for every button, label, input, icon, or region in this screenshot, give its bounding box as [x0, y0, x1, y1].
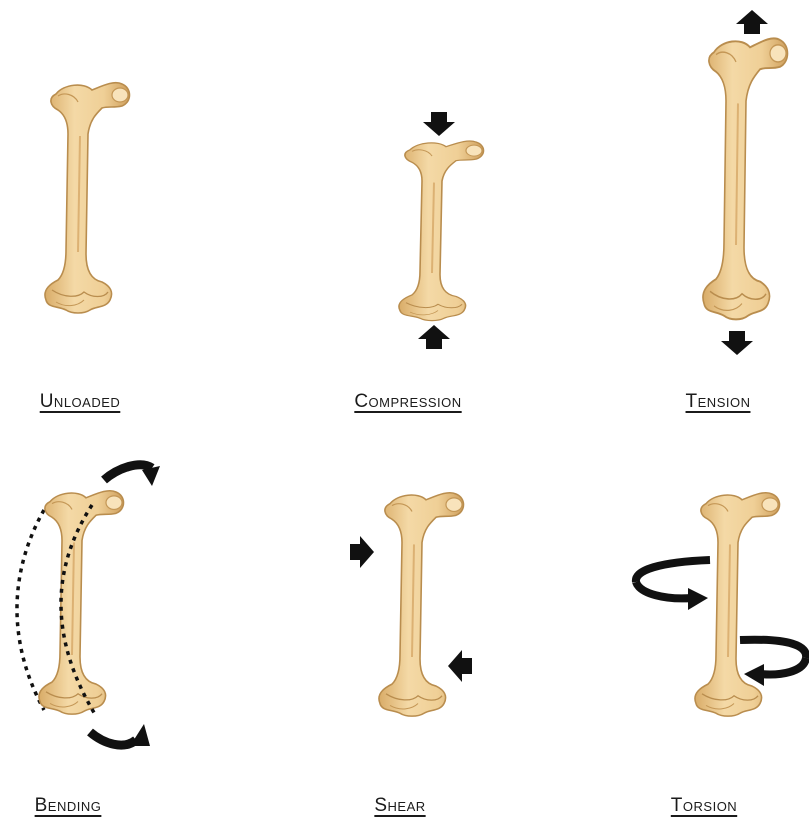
- bending-bottom-curved-arrow-icon: [90, 724, 150, 746]
- torsion-upper-rotation-arrow-icon: [636, 582, 708, 610]
- label-torsion: Torsion: [671, 795, 737, 817]
- label-shear: Shear: [374, 795, 425, 817]
- tension-down-arrow-icon: [721, 331, 753, 355]
- bending-top-curved-arrow-icon: [104, 465, 160, 486]
- shear-left-arrow-icon: [448, 650, 472, 682]
- bending-femur: [39, 491, 124, 714]
- unloaded-femur: [45, 83, 130, 313]
- torsion-lower-rotation-back: [740, 640, 806, 658]
- shear-femur: [379, 493, 464, 716]
- tension-up-arrow-icon: [736, 10, 768, 34]
- label-unloaded: Unloaded: [40, 391, 121, 413]
- bending-outline-left: [17, 510, 44, 710]
- label-bending: Bending: [35, 795, 102, 817]
- label-tension: Tension: [686, 391, 751, 413]
- torsion-lower-rotation-arrow-icon: [744, 658, 806, 686]
- label-compression: Compression: [354, 391, 461, 413]
- compression-down-arrow-icon: [423, 112, 455, 136]
- compression-femur: [399, 141, 484, 321]
- tension-femur: [703, 38, 788, 319]
- torsion-femur: [695, 493, 780, 716]
- shear-right-arrow-icon: [350, 536, 374, 568]
- compression-up-arrow-icon: [418, 325, 450, 349]
- torsion-upper-rotation-back: [636, 560, 710, 582]
